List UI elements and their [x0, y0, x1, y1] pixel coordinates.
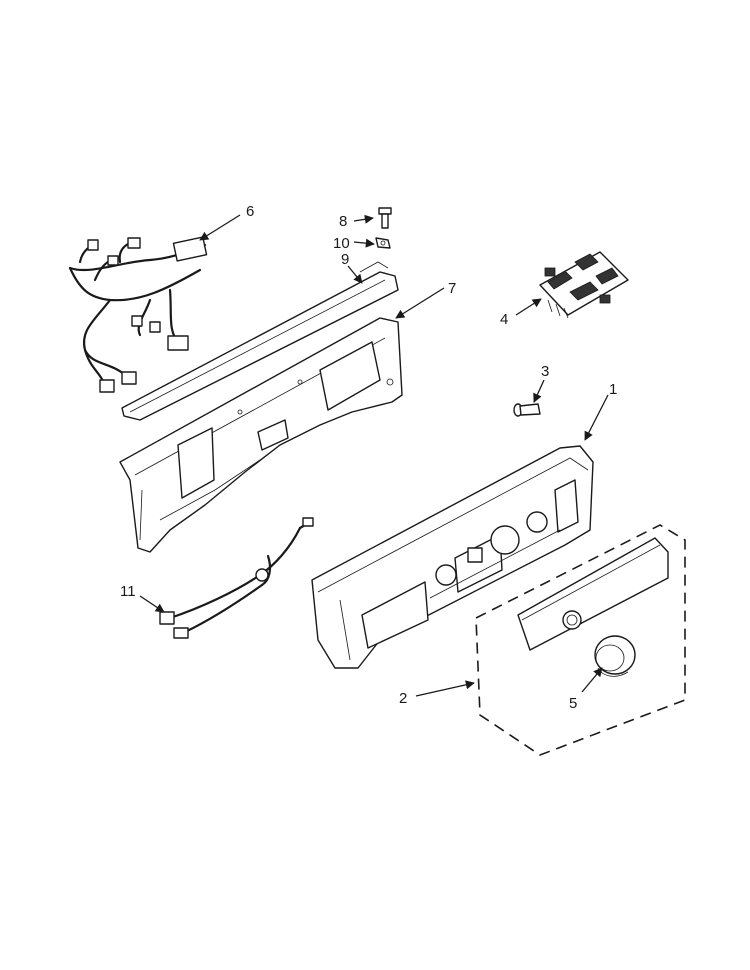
- callout-7: 7: [448, 280, 456, 297]
- clip-part[interactable]: [375, 237, 391, 249]
- console-part[interactable]: [311, 445, 594, 669]
- callout-5: 5: [569, 695, 577, 712]
- sensor-harness-part[interactable]: [159, 517, 314, 639]
- control-board-part[interactable]: [539, 251, 629, 319]
- assembly-group-outline: [475, 524, 686, 756]
- callout-9: 9: [341, 251, 349, 268]
- callout-2: 2: [399, 690, 407, 707]
- screw-part[interactable]: [378, 207, 392, 229]
- callout-8: 8: [339, 213, 347, 230]
- callout-10: 10: [333, 235, 350, 252]
- control-panel-back-part[interactable]: [119, 317, 403, 553]
- console-bracket-part[interactable]: [121, 261, 399, 421]
- wire-harness-part[interactable]: [68, 236, 208, 393]
- callout-1: 1: [609, 381, 617, 398]
- knob-part[interactable]: [594, 635, 636, 677]
- callout-4: 4: [500, 311, 508, 328]
- callout-11: 11: [120, 583, 136, 600]
- control-panel-front-part[interactable]: [517, 537, 669, 651]
- knob-screw-part[interactable]: [513, 403, 541, 417]
- callout-6: 6: [246, 203, 254, 220]
- callout-3: 3: [541, 363, 549, 380]
